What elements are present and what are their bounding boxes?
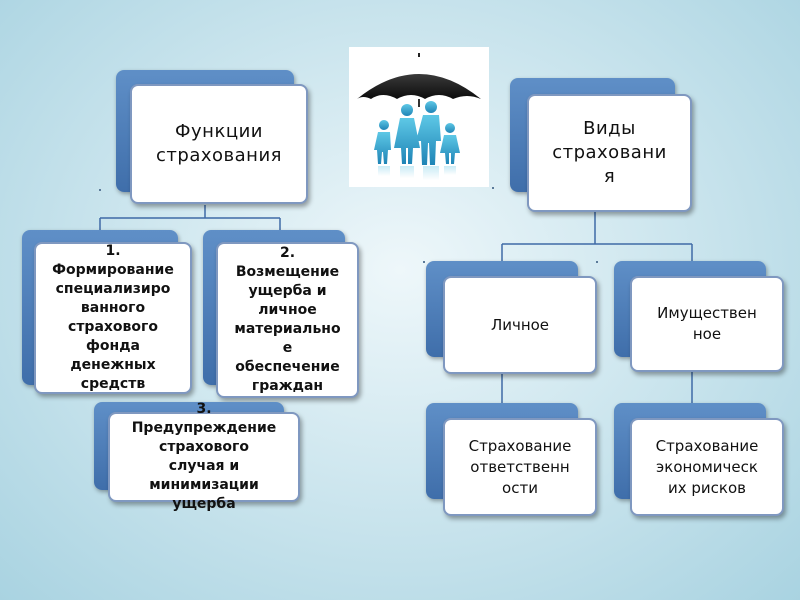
decorative-dot: [596, 261, 598, 263]
node-label: Функции страхования: [130, 84, 308, 204]
family-umbrella-image: [349, 47, 489, 187]
node-label: 2. Возмещение ущерба и личное материальн…: [216, 242, 359, 398]
family-under-umbrella-icon: [357, 53, 481, 180]
decorative-dot: [492, 187, 494, 189]
node-label: Страхование экономическ их рисков: [630, 418, 784, 516]
node-label: Страхование ответственн ости: [443, 418, 597, 516]
node-label: Имуществен ное: [630, 276, 784, 372]
node-label: Личное: [443, 276, 597, 374]
decorative-dot: [423, 261, 425, 263]
node-label: 1. Формирование специализиро ванного стр…: [34, 242, 192, 394]
node-label: Виды страховани я: [527, 94, 692, 212]
node-label: 3. Предупреждение страхового случая и ми…: [108, 401, 300, 512]
decorative-dot: [99, 189, 101, 191]
